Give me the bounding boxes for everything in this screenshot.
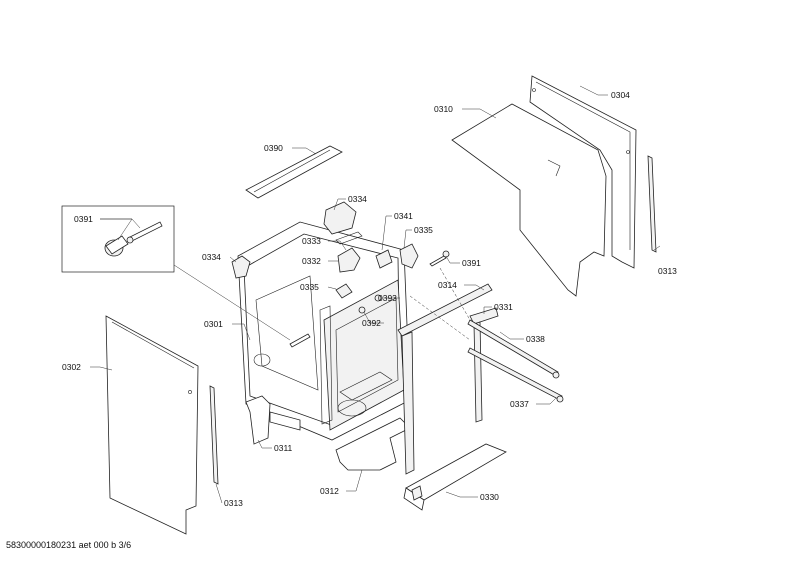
label-0333: 0333	[302, 236, 321, 246]
parts-0392-0393	[358, 294, 382, 314]
bracket-0334-left	[231, 255, 251, 279]
label-0312: 0312	[320, 486, 339, 496]
leader-lines	[90, 85, 661, 504]
hinge-0341	[375, 249, 393, 269]
label-0391-box: 0391	[74, 214, 93, 224]
label-0335-top: 0335	[414, 225, 433, 235]
label-0392: 0392	[362, 318, 381, 328]
base-frame-0311	[245, 395, 301, 445]
bracket-0334-top	[323, 201, 357, 235]
clip-0335-mid	[335, 283, 353, 299]
detail-box-0391	[61, 205, 175, 273]
rods-0338-0337	[467, 319, 564, 403]
label-0334-left: 0334	[202, 252, 221, 262]
seal-strip-0313-right	[647, 155, 657, 253]
tray-0330	[403, 443, 507, 511]
tub-body-0301	[237, 221, 411, 441]
label-0390: 0390	[264, 143, 283, 153]
door-panel-0302	[105, 315, 199, 535]
label-0331: 0331	[494, 302, 513, 312]
label-0338: 0338	[526, 334, 545, 344]
rail-frame-0331	[469, 307, 499, 423]
rear-panel-0304	[529, 75, 637, 269]
label-0313-right: 0313	[658, 266, 677, 276]
label-0311: 0311	[274, 443, 293, 453]
label-0304: 0304	[611, 90, 630, 100]
label-0332: 0332	[302, 256, 321, 266]
label-0310: 0310	[434, 104, 453, 114]
label-0393: 0393	[378, 293, 397, 303]
insulation-mat-0310	[451, 103, 607, 297]
label-0334-top: 0334	[348, 194, 367, 204]
label-0301: 0301	[204, 319, 223, 329]
label-0391-right: 0391	[462, 258, 481, 268]
bracket-0335-top	[399, 243, 419, 269]
screw-0391-left	[289, 333, 311, 348]
label-0337: 0337	[510, 399, 529, 409]
valve-0332-0333	[335, 231, 363, 273]
seal-strip-0313-left	[209, 385, 219, 485]
label-0330: 0330	[480, 492, 499, 502]
base-part-0312	[335, 417, 411, 471]
label-0302: 0302	[62, 362, 81, 372]
label-0341: 0341	[394, 211, 413, 221]
top-plate-0390	[245, 145, 343, 199]
document-footer: 58300000180231 aet 000 b 3/6	[6, 540, 132, 550]
screw-0391-right	[429, 250, 450, 267]
rail-frame-0314	[397, 283, 493, 475]
label-0335-mid: 0335	[300, 282, 319, 292]
label-0313-left: 0313	[224, 498, 243, 508]
label-0314: 0314	[438, 280, 457, 290]
